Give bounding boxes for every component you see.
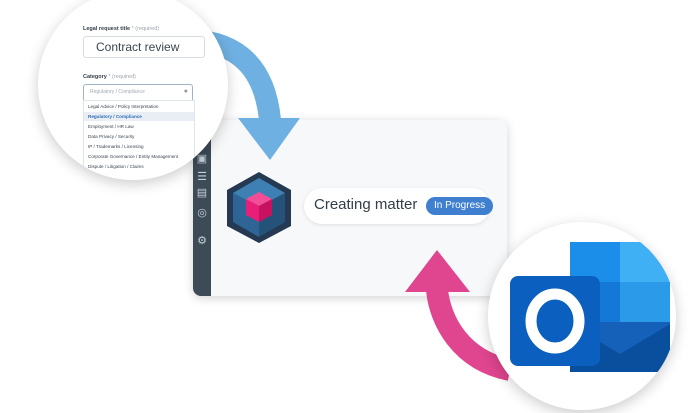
app-sidebar: ▣ ☰ ▤ ◎ ⚙ xyxy=(193,120,211,296)
category-required: * (required) xyxy=(108,74,136,80)
arrow-pink-head xyxy=(405,250,470,292)
document-icon[interactable]: ▤ xyxy=(196,187,208,199)
category-option[interactable]: Corporate Governance / Entity Management xyxy=(88,154,179,159)
status-pill: Creating matter In Progress xyxy=(304,188,494,224)
arrow-pink xyxy=(426,288,513,381)
category-option[interactable]: Employment / HR Law xyxy=(88,124,134,129)
category-label: Category * (required) xyxy=(83,74,136,80)
title-label: Legal request title * (required) xyxy=(83,26,159,32)
category-option-selected[interactable]: Regulatory / Compliance xyxy=(84,112,194,121)
category-dropdown: Legal Advice / Policy Interpretation Reg… xyxy=(83,100,195,180)
form-zoom-circle: Legal request title * (required) Contrac… xyxy=(38,0,228,180)
target-icon[interactable]: ◎ xyxy=(197,207,207,219)
outlook-icon xyxy=(510,242,670,372)
category-placeholder: Regulatory / Compliance xyxy=(90,89,145,95)
status-badge: In Progress xyxy=(426,197,494,215)
cube-logo-icon xyxy=(227,172,291,243)
list-icon[interactable]: ☰ xyxy=(197,171,207,183)
briefcase-icon[interactable]: ▣ xyxy=(196,153,208,165)
title-input[interactable]: Contract review xyxy=(83,36,205,58)
outlook-circle xyxy=(488,222,676,410)
category-option[interactable]: IP / Trademarks / Licensing xyxy=(88,144,144,149)
category-option[interactable]: Data Privacy / Security xyxy=(88,134,135,139)
category-option[interactable]: Dispute / Litigation / Claims xyxy=(88,164,144,169)
title-label-text: Legal request title xyxy=(83,26,131,32)
category-label-text: Category xyxy=(83,74,107,80)
clear-icon[interactable]: ● xyxy=(183,88,188,95)
title-required: * (required) xyxy=(131,26,160,32)
arrow-blue-head xyxy=(238,118,300,160)
status-text: Creating matter xyxy=(314,196,418,213)
settings-icon[interactable]: ⚙ xyxy=(197,235,207,247)
category-option[interactable]: Legal Advice / Policy Interpretation xyxy=(88,104,159,109)
title-value[interactable]: Contract review xyxy=(96,40,180,54)
